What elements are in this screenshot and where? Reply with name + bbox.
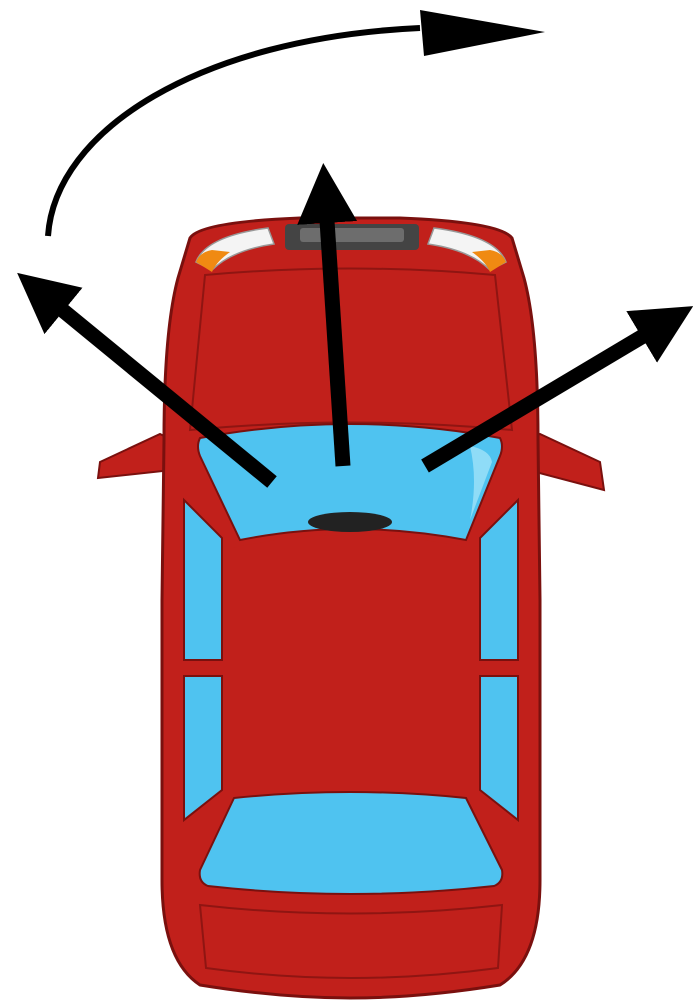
roof — [232, 535, 470, 800]
left-mirror — [98, 434, 172, 478]
grille-inner — [300, 228, 404, 242]
rearview-mirror — [308, 512, 392, 532]
arrow-rotate-head — [420, 10, 545, 56]
arrow-rotate — [48, 28, 420, 236]
car — [98, 218, 604, 998]
rear-windshield — [200, 792, 503, 894]
